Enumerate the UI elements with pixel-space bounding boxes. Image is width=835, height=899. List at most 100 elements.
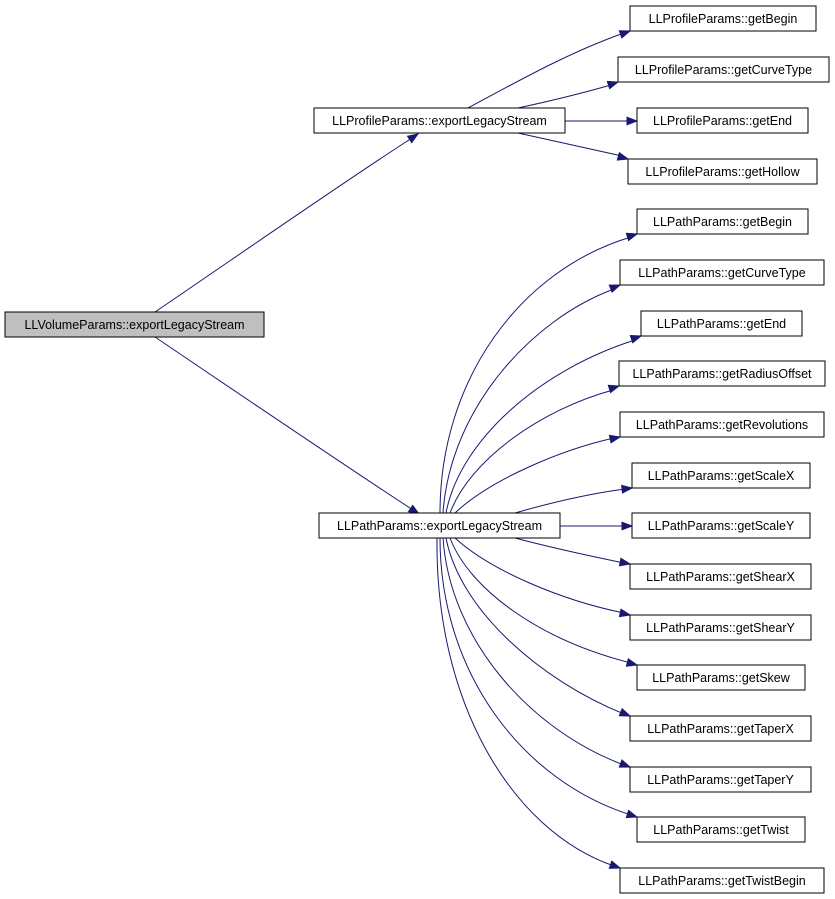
node-pa-getShearX[interactable]: LLPathParams::getShearX (629, 563, 812, 590)
node-path[interactable]: LLPathParams::exportLegacyStream (318, 512, 561, 539)
edge-profile-to-pf_getHollow (517, 132, 630, 161)
node-box (629, 5, 817, 32)
node-pf-getCurveType[interactable]: LLProfileParams::getCurveType (617, 56, 830, 83)
node-pa-getTaperY[interactable]: LLPathParams::getTaperY (629, 766, 812, 793)
node-box (629, 614, 812, 641)
node-label: LLPathParams::getEnd (657, 317, 786, 331)
arrowhead-icon (616, 151, 630, 161)
edge-path-to-pa_getScaleX (514, 484, 634, 514)
node-pa-getTaperX[interactable]: LLPathParams::getTaperX (629, 715, 812, 742)
node-label: LLPathParams::getRadiusOffset (632, 367, 812, 381)
node-box (629, 563, 812, 590)
node-pf-getHollow[interactable]: LLProfileParams::getHollow (627, 158, 818, 185)
arrowhead-icon (618, 30, 632, 39)
node-profile[interactable]: LLProfileParams::exportLegacyStream (313, 107, 566, 134)
node-label: LLPathParams::exportLegacyStream (337, 519, 542, 533)
node-box (619, 867, 825, 894)
edge-path-to-pa_getEnd (445, 335, 643, 514)
node-box (318, 512, 561, 539)
arrowhead-icon (608, 284, 622, 294)
edge-path-to-pa_getShearX (514, 537, 632, 567)
edges-layer (154, 30, 643, 869)
node-pa-getTwistBegin[interactable]: LLPathParams::getTwistBegin (619, 867, 825, 894)
node-box (631, 512, 811, 539)
edge-path-to-pa_getRadiusOffset (449, 384, 621, 514)
node-box (636, 208, 809, 235)
node-pf-getBegin[interactable]: LLProfileParams::getBegin (629, 5, 817, 32)
node-label: LLProfileParams::getCurveType (635, 63, 812, 77)
node-label: LLProfileParams::getBegin (649, 12, 798, 26)
node-pa-getRadiusOffset[interactable]: LLPathParams::getRadiusOffset (618, 360, 826, 387)
edge-line (445, 339, 636, 514)
node-label: LLProfileParams::exportLegacyStream (332, 114, 547, 128)
node-box (313, 107, 566, 134)
node-label: LLPathParams::getShearX (646, 570, 795, 584)
node-box (629, 766, 812, 793)
node-root[interactable]: LLVolumeParams::exportLegacyStream (4, 311, 265, 338)
edge-line (442, 537, 625, 766)
node-pa-getScaleX[interactable]: LLPathParams::getScaleX (631, 462, 811, 489)
node-label: LLVolumeParams::exportLegacyStream (24, 318, 244, 332)
arrowhead-icon (621, 521, 634, 531)
edge-path-to-pa_getShearY (454, 537, 632, 618)
arrowhead-icon (625, 232, 639, 242)
node-label: LLPathParams::getScaleX (648, 469, 795, 483)
node-pa-getCurveType[interactable]: LLPathParams::getCurveType (619, 259, 825, 286)
edge-path-to-pa_getBegin (439, 232, 639, 514)
node-box (640, 310, 803, 337)
arrowhead-icon (618, 608, 632, 618)
edge-line (517, 132, 623, 157)
edge-root-to-path (154, 336, 421, 515)
edge-line (514, 488, 627, 514)
edge-profile-to-pf_getEnd (565, 116, 639, 126)
node-label: LLPathParams::getTaperY (647, 773, 794, 787)
node-box (4, 311, 265, 338)
arrowhead-icon (621, 484, 634, 494)
node-pa-getEnd[interactable]: LLPathParams::getEnd (640, 310, 803, 337)
node-pa-getSkew[interactable]: LLPathParams::getSkew (636, 664, 806, 691)
node-label: LLPathParams::getTwist (653, 823, 789, 837)
node-label: LLPathParams::getTwistBegin (638, 874, 805, 888)
node-box (631, 462, 811, 489)
node-box (629, 715, 812, 742)
edge-line (449, 389, 614, 514)
edge-profile-to-pf_getCurveType (517, 80, 620, 109)
node-label: LLPathParams::getShearY (646, 621, 795, 635)
arrowhead-icon (618, 759, 632, 768)
node-box (636, 107, 809, 134)
node-box (636, 664, 806, 691)
arrowhead-icon (618, 557, 632, 567)
edge-profile-to-pf_getBegin (467, 30, 632, 109)
node-box (618, 360, 826, 387)
edge-line (442, 288, 615, 514)
node-label: LLPathParams::getBegin (653, 215, 792, 229)
edge-line (454, 437, 615, 514)
arrowhead-icon (608, 434, 622, 444)
edge-line (154, 137, 413, 313)
node-pf-getEnd[interactable]: LLProfileParams::getEnd (636, 107, 809, 134)
node-label: LLProfileParams::getHollow (645, 165, 800, 179)
edge-path-to-pa_getCurveType (442, 284, 622, 514)
node-pa-getRevolutions[interactable]: LLPathParams::getRevolutions (619, 411, 825, 438)
edge-path-to-pa_getTaperY (442, 537, 632, 768)
node-pa-getShearY[interactable]: LLPathParams::getShearY (629, 614, 812, 641)
node-pa-getBegin[interactable]: LLPathParams::getBegin (636, 208, 809, 235)
node-pa-getScaleY[interactable]: LLPathParams::getScaleY (631, 512, 811, 539)
edge-line (517, 84, 612, 109)
node-label: LLPathParams::getScaleY (648, 519, 795, 533)
edge-line (439, 236, 632, 514)
arrowhead-icon (629, 335, 643, 344)
node-box (627, 158, 818, 185)
edge-line (154, 336, 414, 511)
node-pa-getTwist[interactable]: LLPathParams::getTwist (636, 816, 806, 843)
nodes-layer: LLVolumeParams::exportLegacyStream LLProf… (4, 5, 830, 894)
node-label: LLPathParams::getCurveType (638, 266, 805, 280)
node-box (619, 259, 825, 286)
arrowhead-icon (625, 657, 639, 667)
edge-line (439, 537, 632, 816)
edge-line (514, 537, 625, 564)
node-box (619, 411, 825, 438)
edge-line (445, 537, 625, 715)
edge-path-to-pa_getTwist (439, 537, 639, 819)
